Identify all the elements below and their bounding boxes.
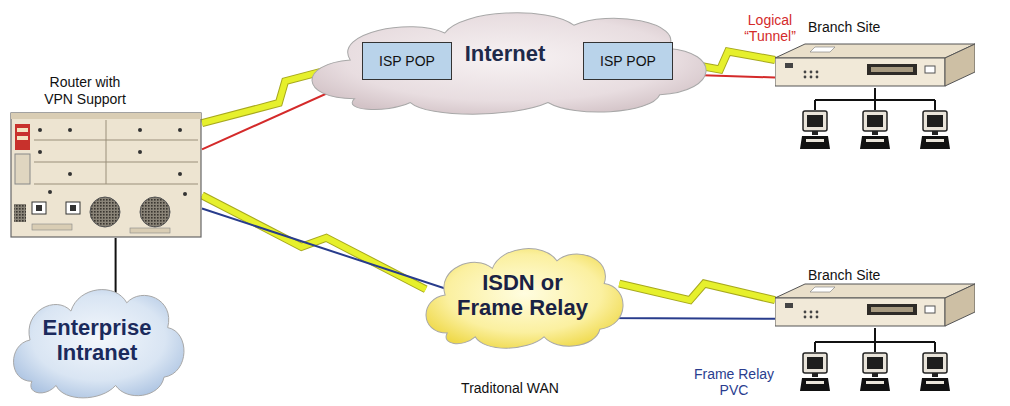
router-part: [15, 154, 30, 184]
device-label: Branch Site: [775, 18, 975, 36]
router-part: [36, 205, 42, 211]
router-part: [90, 197, 120, 227]
device-part: [775, 284, 975, 298]
router-part: [138, 150, 142, 154]
device-part: [810, 287, 835, 292]
device-part: [945, 44, 975, 86]
vpn-router: Router with VPN Support: [10, 74, 202, 238]
device-part: [925, 66, 935, 73]
branch-router-illustration: [775, 282, 975, 328]
vpn-router-illustration: [10, 112, 202, 238]
device-part: [804, 316, 807, 319]
box-label: ISP POP: [379, 53, 435, 69]
device-part: [867, 64, 917, 75]
device-part: [816, 76, 819, 79]
network-cloud: ISDN or Frame Relay: [415, 238, 630, 352]
device-part: [867, 304, 917, 315]
router-part: [14, 204, 26, 222]
router-part: [11, 113, 201, 119]
router-part: [70, 205, 76, 211]
device-part: [804, 76, 807, 79]
router-part: [32, 202, 46, 214]
note-label: Traditonal WAN: [430, 380, 590, 396]
router-part: [17, 136, 28, 140]
wan-link-bolt: [202, 195, 426, 289]
cloud-label: Enterprise Intranet: [32, 315, 162, 365]
device-part: [810, 311, 813, 314]
router-part: [178, 172, 182, 176]
router-part: [34, 120, 198, 184]
cloud-shape: [426, 249, 623, 349]
pc-icon: [800, 111, 950, 391]
router-part: [183, 192, 187, 196]
device-part: [816, 71, 819, 74]
router-part: [130, 228, 170, 233]
router-part: [11, 113, 201, 237]
wan-link-bolt: [619, 284, 775, 301]
network-cloud: Enterprise Intranet: [4, 278, 190, 402]
branch-router-illustration: [775, 42, 975, 88]
router-part: [68, 128, 72, 132]
router-part: [38, 150, 42, 154]
device-part: [945, 284, 975, 326]
device-part: [810, 47, 835, 52]
router-part: [140, 197, 170, 227]
isp-pop-box: ISP POP: [362, 42, 452, 80]
cloud-label: ISDN or Frame Relay: [448, 270, 598, 320]
router-part: [38, 128, 42, 132]
device-label: Branch Site: [775, 266, 975, 284]
device-part: [810, 71, 813, 74]
device-label: Router with VPN Support: [35, 74, 135, 108]
router-part: [32, 224, 72, 230]
bolt-fill: [202, 195, 426, 289]
connector-line: [115, 238, 116, 293]
device-part: [871, 307, 913, 312]
router-part: [17, 128, 28, 132]
device-part: [804, 311, 807, 314]
cloud-label: Internet: [465, 41, 546, 66]
bolt-outline: [202, 195, 426, 289]
device-part: [775, 298, 945, 326]
router-part: [66, 202, 80, 214]
isp-pop-box: ISP POP: [583, 42, 673, 80]
device-part: [810, 76, 813, 79]
cloud-shape: [14, 290, 184, 398]
box-label: ISP POP: [600, 53, 656, 69]
device-part: [871, 67, 913, 72]
router-part: [178, 128, 182, 132]
branch-router: Branch Site: [775, 266, 975, 328]
bolt-fill: [619, 284, 775, 301]
device-part: [925, 306, 935, 313]
branch-router: Branch Site: [775, 18, 975, 88]
device-part: [785, 303, 793, 308]
bolt-outline: [619, 284, 775, 301]
note-label: Logical “Tunnel”: [728, 12, 812, 44]
device-part: [804, 71, 807, 74]
router-part: [15, 124, 30, 150]
device-part: [816, 311, 819, 314]
router-part: [48, 190, 52, 194]
device-part: [775, 58, 945, 86]
note-label: Frame Relay PVC: [686, 366, 782, 398]
router-part: [138, 128, 142, 132]
device-part: [816, 316, 819, 319]
device-part: [775, 44, 975, 58]
router-part: [68, 172, 72, 176]
cloud-shape: [312, 13, 706, 114]
device-part: [810, 316, 813, 319]
device-part: [785, 63, 793, 68]
connector-stroke: [115, 238, 117, 293]
